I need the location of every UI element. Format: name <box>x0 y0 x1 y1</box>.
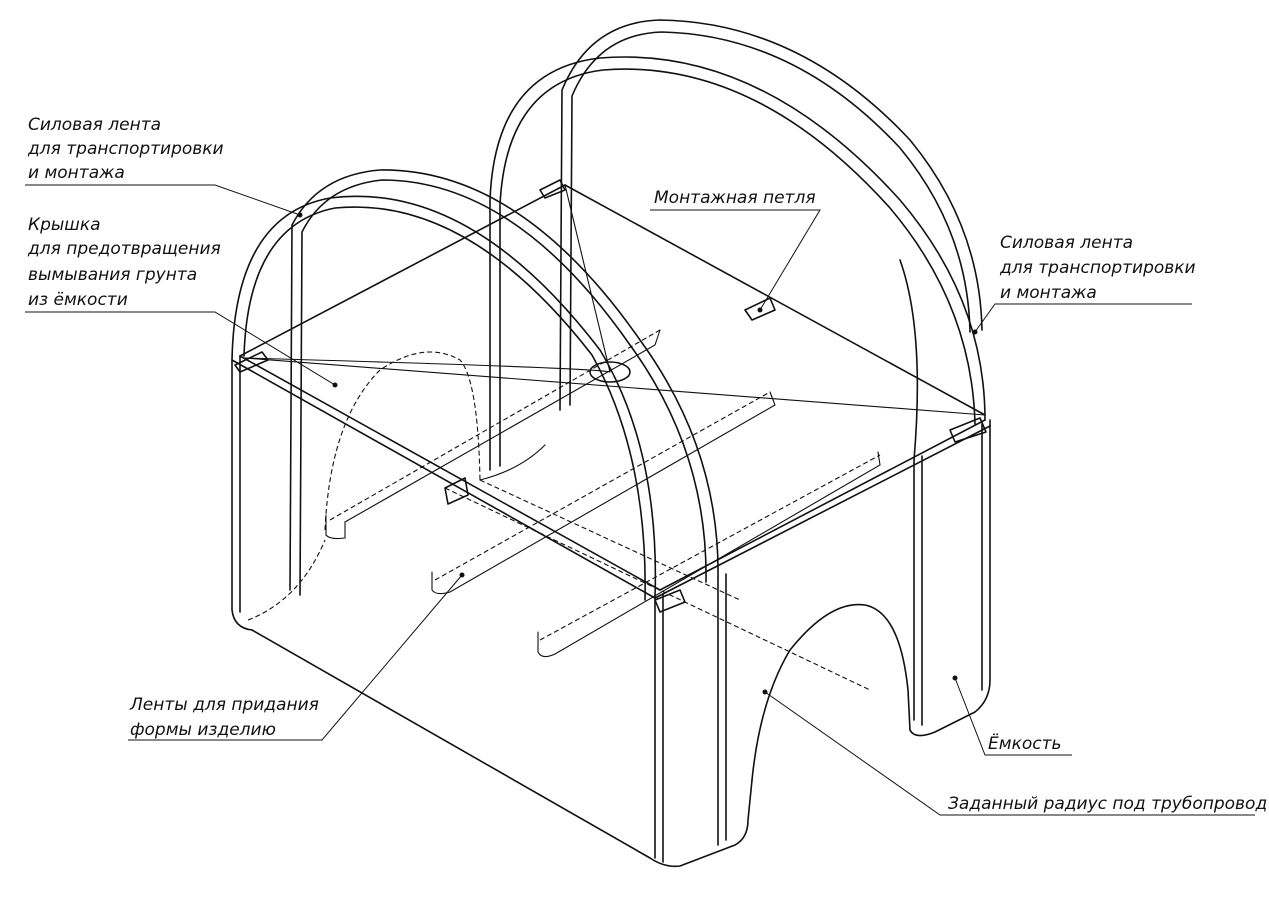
mounting-loops <box>234 179 987 613</box>
power-strap-right-arch <box>489 19 986 471</box>
power-strap-left-arch <box>231 169 719 601</box>
shaping-bands <box>325 329 881 691</box>
label-pipe-radius: Заданный радиус под трубопровод <box>948 794 1267 814</box>
lid-hole <box>589 361 631 383</box>
container-body <box>231 184 991 868</box>
label-mounting-loop: Монтажная петля <box>654 188 816 208</box>
label-strap-right: Силовая лента для транспортировки и монт… <box>999 233 1201 303</box>
label-container: Ёмкость <box>988 733 1062 754</box>
leader-lines <box>25 184 1255 816</box>
label-strap-left: Силовая лента для транспортировки и монт… <box>27 115 229 183</box>
label-shaping-bands: Ленты для придания формы изделию <box>129 695 324 740</box>
label-lid: Крышка для предотвращения вымывания грун… <box>27 215 226 310</box>
